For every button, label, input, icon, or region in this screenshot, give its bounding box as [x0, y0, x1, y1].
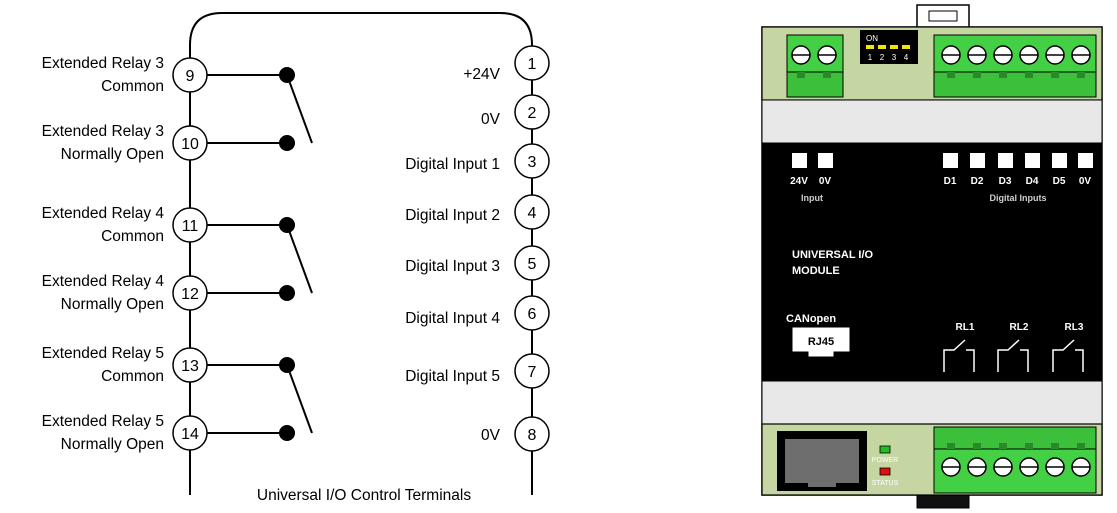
dip-on-label: ON — [866, 34, 878, 43]
dip-number: 1 — [868, 53, 873, 62]
terminal-label: Extended Relay 3 — [42, 55, 164, 72]
terminal-2: 2 0V — [481, 94, 550, 130]
terminal-label: Extended Relay 5 — [42, 345, 164, 362]
terminal-number: 11 — [182, 218, 199, 235]
terminal-number: 14 — [181, 426, 199, 443]
terminal-12: 12 Extended Relay 4 Normally Open — [42, 273, 208, 313]
led-label: D5 — [1053, 176, 1066, 187]
terminal-3: 3 Digital Input 1 — [405, 143, 550, 179]
status-leds: POWER STATUS — [872, 445, 899, 487]
terminal-1: 1 +24V — [463, 45, 550, 83]
terminal-10: 10 Extended Relay 3 Normally Open — [42, 123, 208, 163]
terminal-number: 7 — [528, 364, 537, 381]
digital-input-led-group: D1 D2 D3 D4 D5 0V Digital Inputs — [943, 153, 1093, 203]
canopen-label: CANopen — [786, 313, 836, 325]
terminal-label: Digital Input 4 — [405, 310, 500, 327]
terminal-number: 4 — [528, 205, 537, 222]
dip-number: 3 — [892, 53, 897, 62]
module-name-line2: MODULE — [792, 265, 840, 277]
terminal-label: Digital Input 2 — [405, 207, 500, 224]
terminal-label: Common — [101, 78, 164, 95]
led-label: 24V — [790, 176, 808, 187]
terminal-label: +24V — [463, 66, 500, 83]
terminal-label: Common — [101, 368, 164, 385]
relay-5-switch — [207, 357, 313, 441]
terminal-label: 0V — [481, 427, 501, 444]
terminal-4: 4 Digital Input 2 — [405, 194, 550, 230]
terminal-diagram-title: Universal I/O Control Terminals — [257, 487, 471, 504]
io-module: ON 1 2 3 4 24V 0V Input — [761, 4, 1103, 509]
din-clip-bottom — [916, 494, 970, 509]
terminal-number: 5 — [528, 256, 537, 273]
rj45-port-icon: RJ45 — [791, 326, 851, 358]
terminal-6: 6 Digital Input 4 — [405, 295, 550, 331]
input-caption: Input — [801, 193, 823, 203]
terminal-label: Digital Input 3 — [405, 258, 500, 275]
led-label: D3 — [999, 176, 1012, 187]
terminal-number: 2 — [528, 105, 537, 122]
dip-number: 4 — [904, 53, 909, 62]
relay-label: RL3 — [1065, 322, 1084, 333]
terminal-number: 8 — [528, 427, 537, 444]
terminal-8: 8 0V — [481, 416, 550, 452]
terminal-label: Extended Relay 5 — [42, 413, 164, 430]
terminal-9: 9 Extended Relay 3 Common — [42, 55, 208, 95]
digital-inputs-caption: Digital Inputs — [990, 193, 1047, 203]
terminal-number: 3 — [528, 154, 537, 171]
terminal-label: Normally Open — [61, 146, 164, 163]
terminal-number: 6 — [528, 306, 537, 323]
status-led — [879, 467, 891, 476]
dip-switch: ON 1 2 3 4 — [860, 30, 918, 64]
terminal-label: Extended Relay 3 — [42, 123, 164, 140]
terminal-box-outline — [189, 12, 533, 495]
power-label: POWER — [872, 457, 898, 464]
led-label: D1 — [944, 176, 957, 187]
relay-label: RL1 — [956, 322, 975, 333]
top-left-terminal-block — [786, 34, 844, 98]
led-label: 0V — [819, 176, 832, 187]
terminal-11: 11 Extended Relay 4 Common — [42, 205, 208, 245]
terminal-number: 9 — [186, 68, 195, 85]
led-label: D4 — [1026, 176, 1039, 187]
status-label: STATUS — [872, 480, 899, 487]
bottom-right-terminal-block — [933, 426, 1097, 494]
relay-3-switch — [207, 67, 313, 151]
terminal-number: 1 — [528, 56, 537, 73]
terminal-13: 13 Extended Relay 5 Common — [42, 345, 208, 385]
terminal-diagram: 9 Extended Relay 3 Common 10 Extended Re… — [42, 12, 550, 504]
terminal-label: Normally Open — [61, 436, 164, 453]
top-right-terminal-block — [933, 34, 1097, 98]
input-led-group: 24V 0V Input — [790, 153, 833, 203]
led-label: 0V — [1079, 176, 1092, 187]
terminal-number: 12 — [181, 286, 199, 303]
terminal-14: 14 Extended Relay 5 Normally Open — [42, 413, 208, 453]
module-name-line1: UNIVERSAL I/O — [792, 249, 874, 261]
terminal-number: 10 — [181, 136, 199, 153]
led-label: D2 — [971, 176, 984, 187]
relay-symbols: RL1 RL2 RL3 — [943, 322, 1084, 372]
terminal-number: 13 — [181, 358, 199, 375]
terminal-label: Digital Input 5 — [405, 368, 500, 385]
terminal-label: Common — [101, 228, 164, 245]
terminal-label: Digital Input 1 — [405, 156, 500, 173]
dip-number: 2 — [880, 53, 885, 62]
power-led — [879, 445, 891, 454]
terminal-5: 5 Digital Input 3 — [405, 245, 550, 281]
rj45-label: RJ45 — [808, 336, 834, 348]
relay-4-switch — [207, 217, 313, 301]
terminal-label: Normally Open — [61, 296, 164, 313]
relay-label: RL2 — [1010, 322, 1029, 333]
ethernet-socket-icon — [777, 431, 867, 491]
terminal-label: 0V — [481, 111, 501, 128]
terminal-label: Extended Relay 4 — [42, 205, 165, 222]
terminal-label: Extended Relay 4 — [42, 273, 165, 290]
terminal-7: 7 Digital Input 5 — [405, 353, 550, 389]
